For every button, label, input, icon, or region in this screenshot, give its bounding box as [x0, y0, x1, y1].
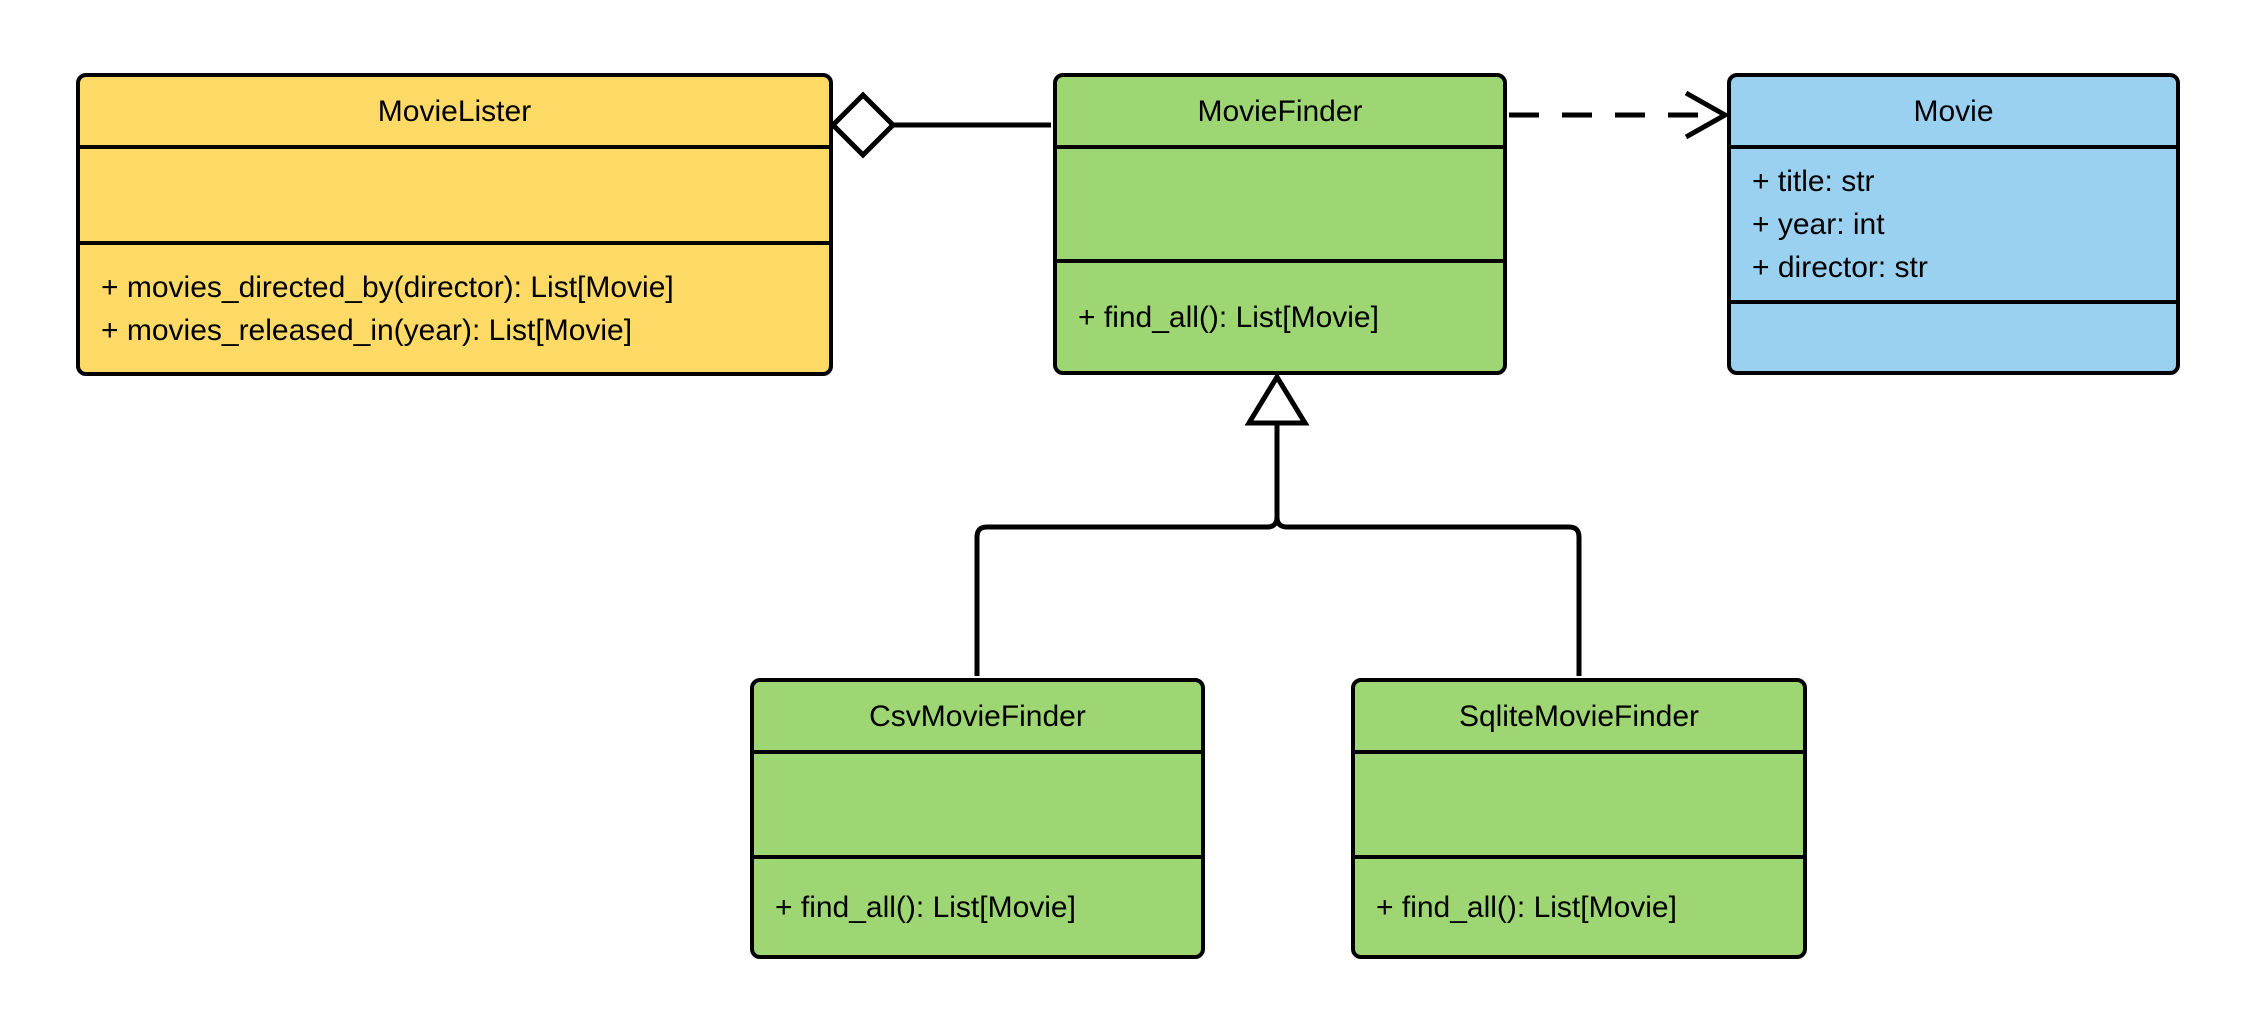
- methods-section-sqlitemoviefinder: + find_all(): List[Movie]: [1355, 855, 1803, 955]
- class-name-moviefinder: MovieFinder: [1197, 94, 1363, 128]
- generalization-connector-csv: [974, 423, 1280, 676]
- attributes-section-movielister: [80, 145, 829, 241]
- class-name-movielister: MovieLister: [377, 94, 532, 128]
- class-box-sqlitemoviefinder: SqliteMovieFinder + find_all(): List[Mov…: [1351, 678, 1807, 959]
- method-item: + movies_directed_by(director): List[Mov…: [101, 270, 674, 304]
- attribute-item: + title: str: [1752, 165, 1875, 198]
- generalization-triangle-icon: [1244, 372, 1310, 426]
- method-item: + movies_released_in(year): List[Movie]: [101, 313, 633, 347]
- class-box-moviefinder: MovieFinder + find_all(): List[Movie]: [1053, 73, 1507, 375]
- class-box-movielister: MovieLister + movies_directed_by(directo…: [76, 73, 833, 376]
- dependency-arrowhead-icon: [1684, 90, 1731, 140]
- class-name-csvmoviefinder: CsvMovieFinder: [869, 699, 1086, 733]
- attributes-section-sqlitemoviefinder: [1355, 750, 1803, 855]
- methods-section-movie: [1731, 300, 2176, 371]
- method-item: + find_all(): List[Movie]: [1376, 890, 1677, 924]
- attributes-section-moviefinder: [1057, 145, 1503, 259]
- class-box-movie: Movie + title: str + year: int + directo…: [1727, 73, 2180, 375]
- class-name-movie: Movie: [1913, 94, 1994, 128]
- class-name-sqlitemoviefinder: SqliteMovieFinder: [1458, 699, 1700, 733]
- methods-section-csvmoviefinder: + find_all(): List[Movie]: [754, 855, 1201, 955]
- attributes-section-movie: + title: str + year: int + director: str: [1731, 145, 2176, 300]
- attribute-item: + year: int: [1752, 208, 1885, 241]
- attribute-item: + director: str: [1752, 251, 1928, 284]
- method-item: + find_all(): List[Movie]: [1078, 300, 1379, 334]
- aggregation-diamond-icon: [829, 91, 897, 159]
- generalization-connector-sqlite: [1274, 423, 1582, 676]
- class-box-csvmoviefinder: CsvMovieFinder + find_all(): List[Movie]: [750, 678, 1205, 959]
- attributes-section-csvmoviefinder: [754, 750, 1201, 855]
- method-item: + find_all(): List[Movie]: [775, 890, 1076, 924]
- methods-section-movielister: + movies_directed_by(director): List[Mov…: [80, 241, 829, 372]
- methods-section-moviefinder: + find_all(): List[Movie]: [1057, 259, 1503, 371]
